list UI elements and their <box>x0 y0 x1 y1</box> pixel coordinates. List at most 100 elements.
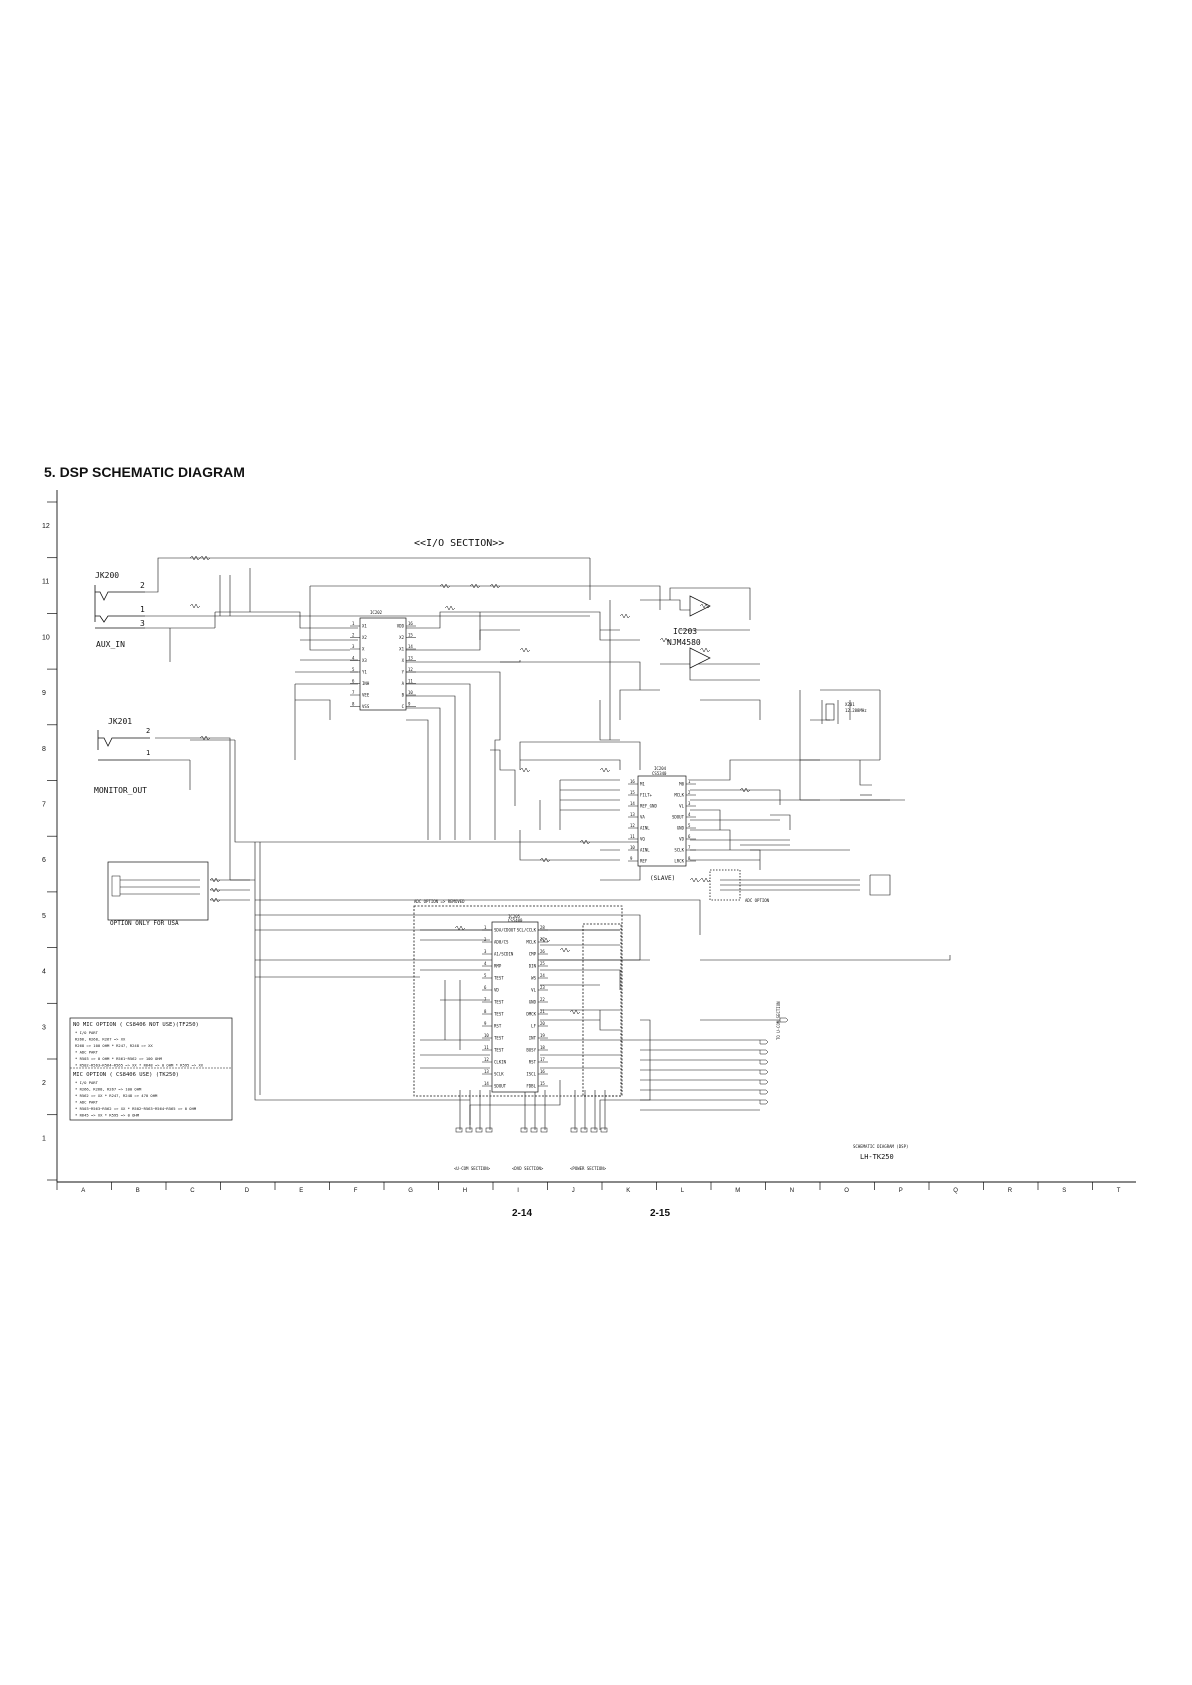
pin-name: X <box>362 647 365 652</box>
col-label: P <box>899 1188 903 1194</box>
note-line: R268 => 100 OHM * R247, R248 => XX <box>75 1043 153 1048</box>
note-line: * R562 => XX * R247, R248 => 470 OHM <box>75 1093 158 1098</box>
resistor <box>699 647 711 653</box>
pin-name: VDD <box>397 624 405 629</box>
pin-name: VEE <box>362 693 370 698</box>
pin-number: 10 <box>484 1033 489 1038</box>
pin-number: 12 <box>630 823 635 828</box>
pin-number: 28 <box>540 925 545 930</box>
resistor <box>439 583 451 589</box>
col-label: M <box>735 1188 740 1194</box>
col-label: Q <box>953 1188 958 1194</box>
resistor <box>699 877 711 883</box>
pin-name: MCLK <box>674 793 684 798</box>
ucom-section-label: <U-COM SECTION> <box>454 1166 491 1171</box>
jk200-sublabel: AUX_IN <box>96 640 125 649</box>
pin-number: 11 <box>484 1045 489 1050</box>
page-number-left: 2-14 <box>512 1208 533 1219</box>
adc-option-removed-label: ADC OPTION => REMOVED <box>414 899 465 904</box>
pin-number: 17 <box>540 1057 545 1062</box>
adc-option-label: ADC OPTION <box>745 898 770 903</box>
resistor <box>519 647 531 653</box>
pin-name: DMCK <box>526 1012 536 1017</box>
pin-name: FDBL <box>526 1084 536 1089</box>
pin-name: C <box>402 704 405 709</box>
col-label: D <box>245 1188 250 1194</box>
pin-name: RST <box>494 1024 502 1029</box>
pin-name: RMP <box>494 964 502 969</box>
resistor <box>689 877 701 883</box>
pin-number: 1 <box>688 779 691 784</box>
col-label: F <box>354 1188 358 1194</box>
pin-name: AINL <box>640 826 650 831</box>
resistor <box>599 767 611 773</box>
resistor <box>189 555 201 561</box>
page-title: 5. DSP SCHEMATIC DIAGRAM <box>44 464 245 480</box>
resistor <box>539 937 551 943</box>
pin-number: 22 <box>540 997 545 1002</box>
pin-number: 2 <box>688 790 691 795</box>
pin-number: 4 <box>352 656 355 661</box>
pin-name: AINL <box>640 848 650 853</box>
pin-name: VL <box>531 988 536 993</box>
resistor <box>519 767 531 773</box>
pin-number: 20 <box>540 1021 545 1026</box>
pin-name: TEST <box>494 976 504 981</box>
pin-name: BUSY <box>526 1048 536 1053</box>
pin-number: 24 <box>540 973 545 978</box>
row-label: 1 <box>42 1136 46 1143</box>
pin-number: 2 <box>484 937 487 942</box>
pin-name: X <box>402 658 405 663</box>
pin-number: 10 <box>630 845 635 850</box>
pin-number: 2 <box>352 633 355 638</box>
jk201-pin-2: 2 <box>146 727 150 735</box>
col-label: T <box>1117 1188 1121 1194</box>
pin-name: INH <box>362 681 370 686</box>
resistor <box>659 637 671 643</box>
pin-name: SCLK <box>674 848 684 853</box>
pin-number: 23 <box>540 985 545 990</box>
power-section-label: <POWER SECTION> <box>570 1166 607 1171</box>
note-line: * R503 => 0 OHM * R561~R562 => 100 OHM <box>75 1056 163 1061</box>
pin-name: VD <box>679 837 684 842</box>
jk200-pin-1: 1 <box>140 605 145 614</box>
pin-number: 1 <box>484 925 487 930</box>
pin-number: 12 <box>408 667 413 672</box>
schematic-frame <box>56 490 1136 1183</box>
col-label: C <box>190 1188 195 1194</box>
pin-name: A1/SCDIN <box>494 952 514 957</box>
pin-number: 4 <box>688 812 691 817</box>
pin-number: 16 <box>630 779 635 784</box>
row-label: 12 <box>42 523 50 530</box>
pin-name: M1 <box>640 782 645 787</box>
col-label: A <box>81 1188 85 1194</box>
pin-number: 8 <box>484 1009 487 1014</box>
page-number-right: 2-15 <box>650 1208 671 1219</box>
row-label: 7 <box>42 802 46 809</box>
pin-name: MCLK <box>526 940 536 945</box>
footer-model: LH-TK250 <box>860 1153 894 1161</box>
resistor-marks <box>189 555 751 1015</box>
to-ucom-label: TO U-COM SECTION <box>776 1001 781 1040</box>
col-label: G <box>408 1188 413 1194</box>
pin-name: TEST <box>494 1048 504 1053</box>
note-line: * R502~R563~R564~R565 => XX * R648 => 0 … <box>75 1063 204 1068</box>
pin-name: X1 <box>399 647 404 652</box>
pin-number: 14 <box>408 644 413 649</box>
resistor <box>454 925 466 931</box>
pin-number: 5 <box>688 823 691 828</box>
pin-name: LRCK <box>674 859 684 864</box>
pin-number: 8 <box>688 856 691 861</box>
col-label: K <box>626 1188 630 1194</box>
pin-name: M0 <box>679 782 684 787</box>
resistor <box>559 947 571 953</box>
pin-number: 7 <box>688 845 691 850</box>
resistor <box>199 735 211 741</box>
row-label: 10 <box>42 634 50 641</box>
col-label: B <box>136 1188 140 1194</box>
pin-name: ISCL <box>526 1072 536 1077</box>
pin-name: INT <box>529 1036 537 1041</box>
pin-name: X3 <box>362 658 367 663</box>
